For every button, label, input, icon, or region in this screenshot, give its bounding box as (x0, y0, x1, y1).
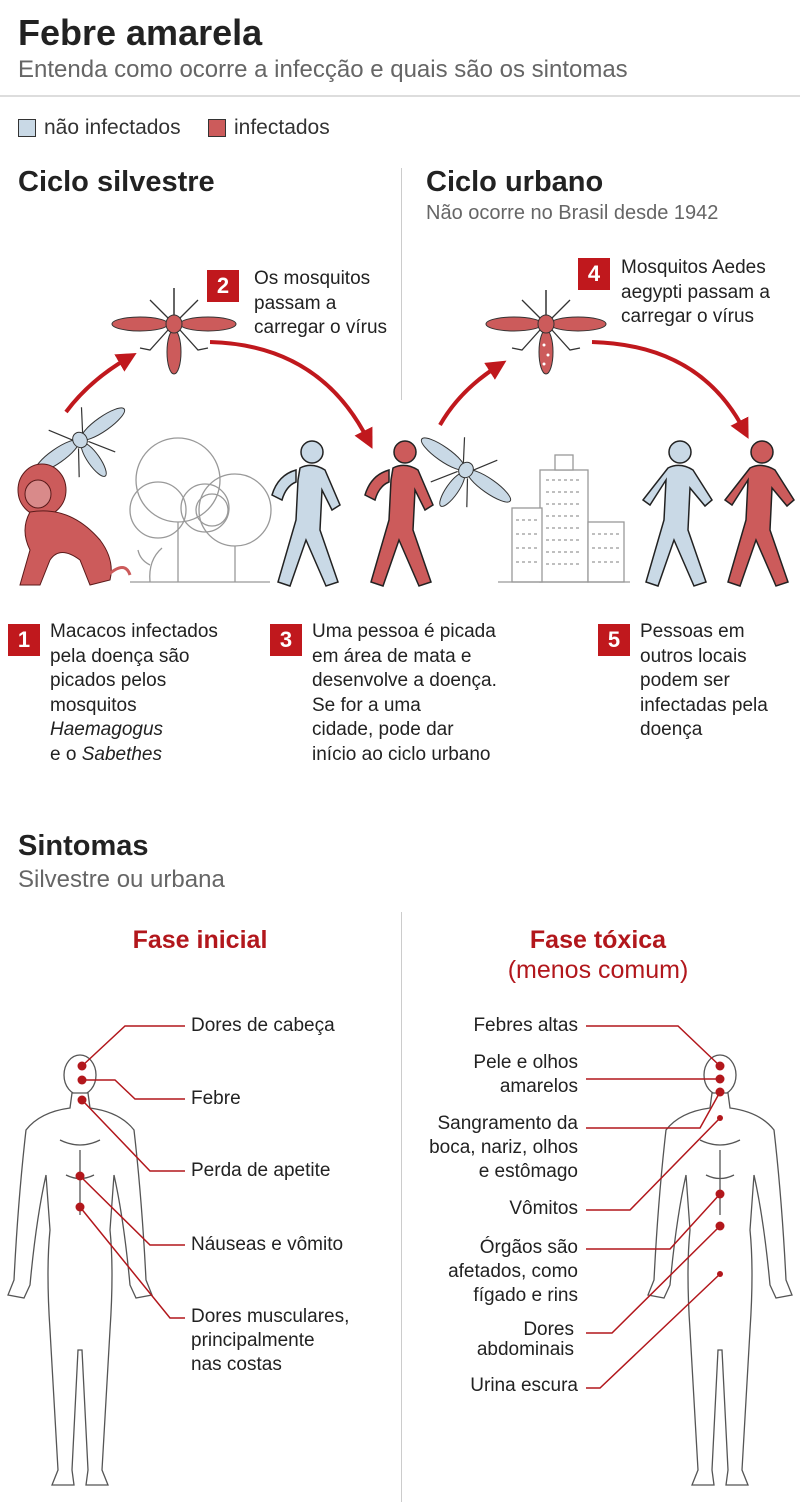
initial-leader-lines (79, 1025, 185, 1319)
step-3-badge: 3 (270, 624, 302, 656)
infected-swatch (208, 119, 226, 137)
infected-person-icon (364, 440, 434, 587)
symptom-fever: Febre (191, 1088, 241, 1109)
arrow-aedes-to-people (591, 340, 749, 439)
toxic-phase-subtitle: (menos comum) (507, 956, 689, 984)
arrow-mosquito-to-person (209, 340, 373, 449)
body-figure-right (647, 1054, 793, 1486)
cycle-divider (401, 168, 402, 400)
symptom-headache: Dores de cabeça (191, 1015, 335, 1036)
symptom-nausea: Náuseas e vômito (191, 1234, 344, 1255)
symptoms-subtitle: Silvestre ou urbana (18, 866, 225, 893)
uninfected-swatch (18, 119, 36, 137)
initial-symptom-dots (75, 1061, 87, 1212)
page-subtitle: Entenda como ocorre a infecção e quais s… (18, 56, 628, 83)
step-4-badge: 4 (578, 258, 610, 290)
step-5-badge: 5 (598, 624, 630, 656)
symptom-dark-urine: Urina escura (470, 1375, 578, 1396)
symptom-appetite-loss: Perda de apetite (191, 1160, 331, 1181)
infected-mosquito-icon (111, 288, 237, 375)
urban-cycle-title: Ciclo urbano (426, 166, 604, 198)
uninfected-person-icon (271, 440, 341, 587)
page-title: Febre amarela (18, 12, 263, 53)
symptom-high-fever: Febres altas (473, 1015, 578, 1036)
body-figure-left (7, 1054, 153, 1486)
header-divider (0, 95, 800, 97)
symptoms-title: Sintomas (18, 830, 149, 862)
step-2-badge: 2 (207, 270, 239, 302)
city-buildings-icon (498, 454, 630, 583)
initial-phase-title: Fase inicial (132, 926, 268, 954)
infected-monkey-icon (17, 463, 132, 586)
sylvatic-cycle-title: Ciclo silvestre (18, 166, 215, 198)
legend-label: não infectados (44, 116, 181, 139)
step-1-badge: 1 (8, 624, 40, 656)
arrow-monkey-to-mosquito (64, 352, 137, 414)
toxic-leader-lines (586, 1025, 721, 1389)
uninfected-person-2-icon (641, 440, 713, 587)
cycle-illustration (17, 288, 795, 587)
trees-icon (129, 437, 272, 583)
infected-aedes-mosquito-icon (485, 290, 607, 375)
symptom-vomiting: Vômitos (509, 1198, 578, 1219)
toxic-phase-title: Fase tóxica (529, 926, 667, 954)
toxic-symptom-dots (715, 1061, 725, 1277)
infected-person-2-icon (723, 440, 795, 587)
legend-uninfected: não infectados (18, 116, 181, 140)
urban-cycle-subtitle: Não ocorre no Brasil desde 1942 (426, 202, 719, 224)
symptoms-divider (401, 912, 402, 1502)
legend-label: infectados (234, 116, 330, 139)
legend-infected: infectados (208, 116, 330, 140)
aedes-mosquito-icon (420, 437, 512, 508)
arrow-person-to-aedes (438, 360, 507, 426)
